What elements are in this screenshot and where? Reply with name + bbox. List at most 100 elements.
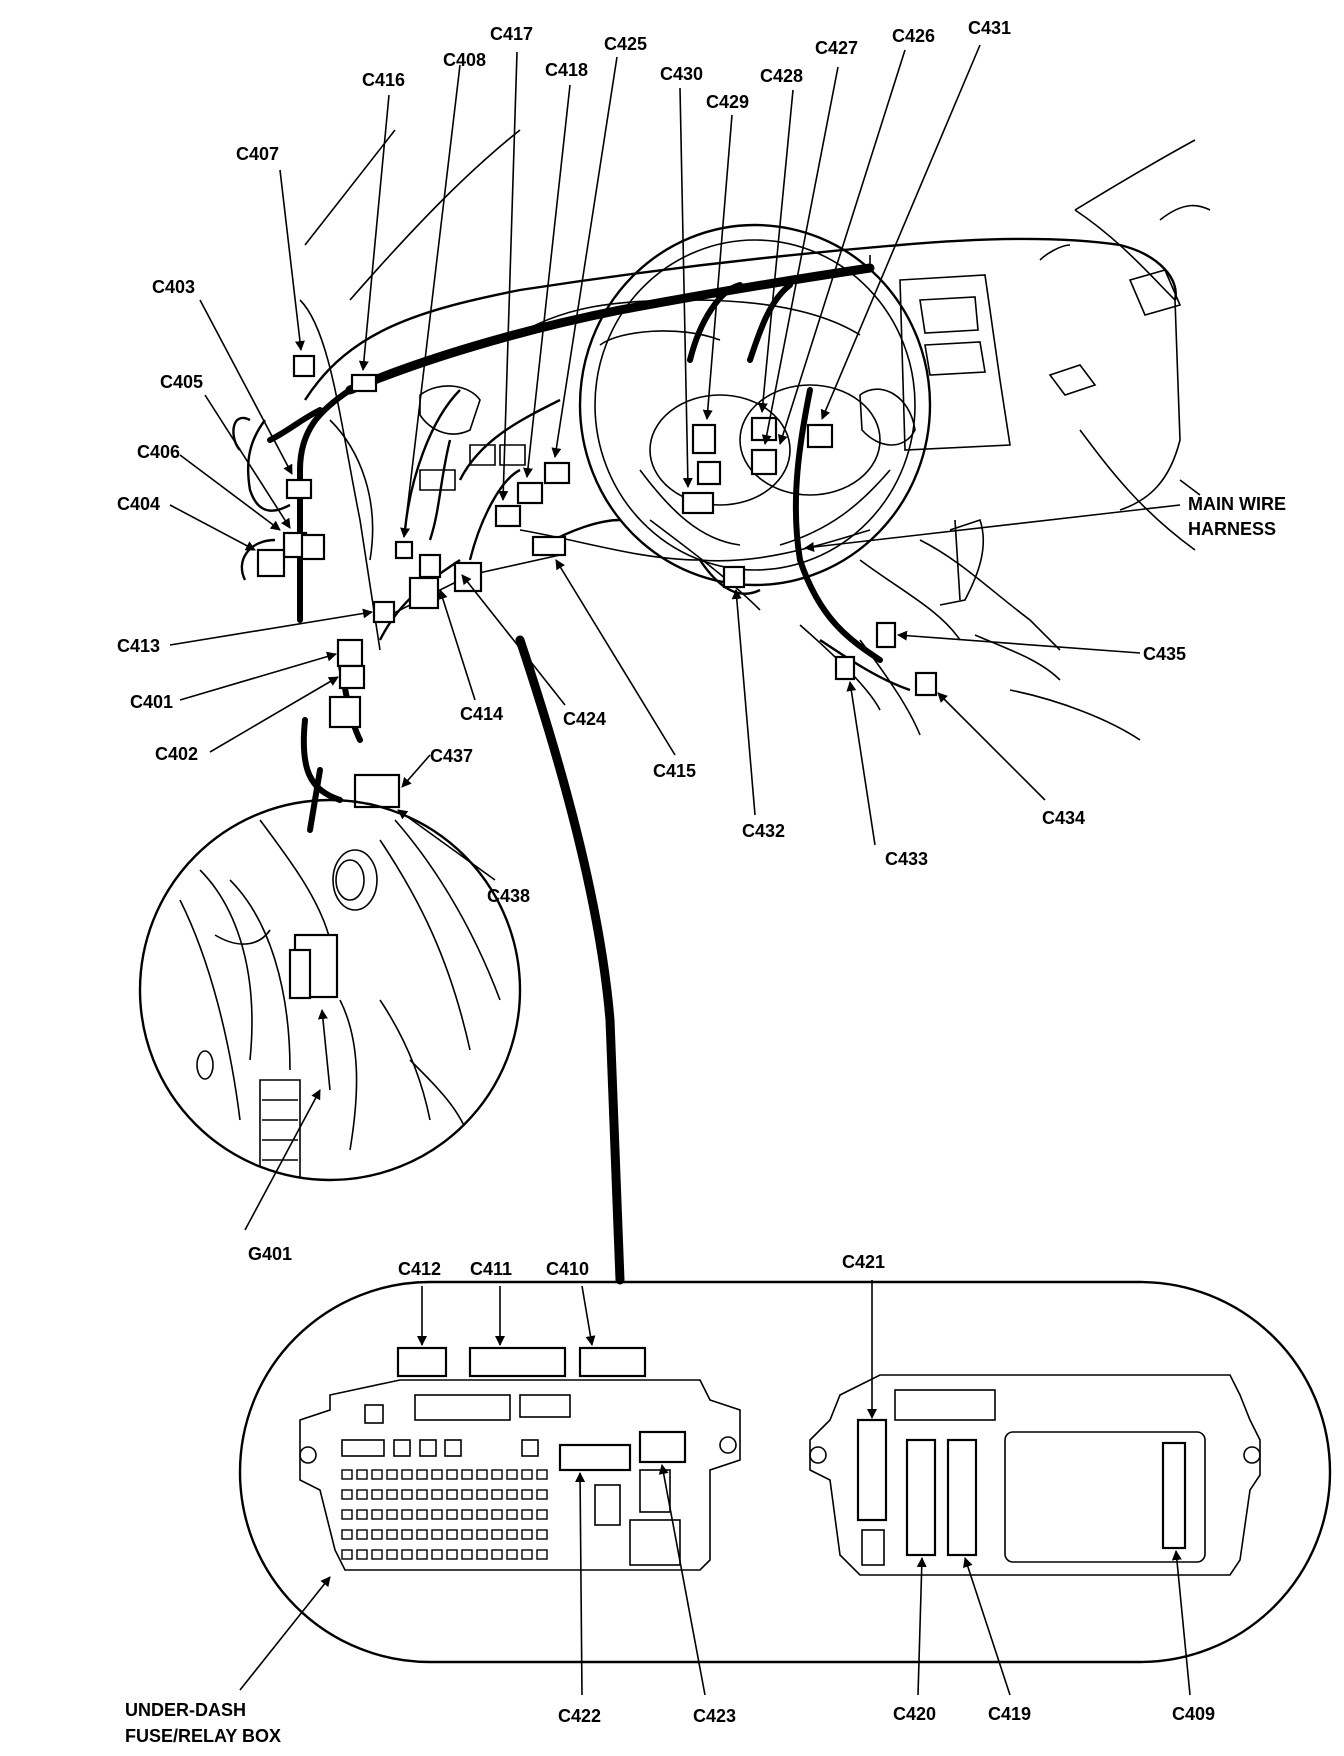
connector-c411 [468,1346,567,1378]
label-main-wire-harness-1: MAIN WIRE [1188,494,1286,514]
fuse-cell [506,1509,518,1520]
connector-c403 [285,478,313,500]
label-c402: C402 [155,744,198,764]
connector-c432 [722,565,746,589]
label-c424: C424 [563,709,606,729]
fuse-cell [506,1469,518,1480]
fuse-cell [476,1469,488,1480]
fuse-cell [476,1549,488,1560]
fuse-cell [491,1489,503,1500]
label-c432: C432 [742,821,785,841]
label-c405: C405 [160,372,203,392]
label-c410: C410 [546,1259,589,1279]
fuse-cell [401,1549,413,1560]
fuse-cell [431,1509,443,1520]
fuse-cell [356,1509,368,1520]
label-c416: C416 [362,70,405,90]
connector-c430b [681,491,715,515]
fuse-cell [341,1529,353,1540]
fuse-cell [536,1509,548,1520]
fuse-cell [476,1489,488,1500]
label-c421: C421 [842,1252,885,1272]
connector-c407 [292,354,316,378]
fuse-cell [491,1509,503,1520]
connector-c425 [543,461,571,485]
fuse-cell [431,1529,443,1540]
fuse-cell [446,1549,458,1560]
label-c425: C425 [604,34,647,54]
connector-c417 [494,504,522,528]
connector-c428 [750,416,778,442]
fuse-cell [491,1529,503,1540]
connector-c424 [453,561,483,593]
connector-c406 [300,533,326,561]
label-c433: C433 [885,849,928,869]
label-c412: C412 [398,1259,441,1279]
connector-c404 [256,548,286,578]
g401-detail-circle [138,798,522,1182]
fuse-cell [506,1549,518,1560]
label-fusebox-2: FUSE/RELAY BOX [125,1726,281,1746]
connector-c401 [336,638,364,668]
fuse-cell [446,1489,458,1500]
fuse-cell [461,1469,473,1480]
fuse-cell [461,1529,473,1540]
label-c422: C422 [558,1706,601,1726]
fuse-cell [341,1489,353,1500]
fuse-cell [536,1469,548,1480]
label-c417: C417 [490,24,533,44]
fuse-cell [446,1529,458,1540]
label-c431: C431 [968,18,1011,38]
fuse-cell [491,1469,503,1480]
connector-c402 [338,664,366,690]
label-c435: C435 [1143,644,1186,664]
fuse-cell [431,1549,443,1560]
label-c415: C415 [653,761,696,781]
fuse-cell [371,1469,383,1480]
connector-c431 [806,423,834,449]
connector-c419 [946,1438,978,1557]
fuse-cell [416,1489,428,1500]
label-main-wire-harness-2: HARNESS [1188,519,1276,539]
fuse-cell [386,1489,398,1500]
connector-c409 [1161,1441,1187,1550]
fuse-cell [506,1489,518,1500]
fuse-cell [431,1469,443,1480]
label-g401: G401 [248,1244,292,1264]
fuse-cell [386,1529,398,1540]
fuse-cell [341,1549,353,1560]
fuse-box-panel [238,1280,1332,1696]
label-c413: C413 [117,636,160,656]
fuse-cell [371,1549,383,1560]
fuse-cell [341,1469,353,1480]
fuse-cell [476,1529,488,1540]
fuse-cell [416,1549,428,1560]
fuse-cell [521,1509,533,1520]
fuse-cell [401,1509,413,1520]
label-c401: C401 [130,692,173,712]
connector-c429 [696,460,722,486]
fuse-cell [521,1469,533,1480]
fuse-cell [521,1489,533,1500]
fuse-cell [371,1529,383,1540]
fuse-cell [431,1489,443,1500]
label-c429: C429 [706,92,749,112]
label-c419: C419 [988,1704,1031,1724]
fuse-cell [341,1509,353,1520]
fuse-cell [371,1509,383,1520]
label-c411: C411 [470,1259,512,1279]
fuse-cells [341,1469,548,1560]
fuse-grid [341,1439,539,1457]
fuse-cell [461,1489,473,1500]
connector-c430 [691,423,717,455]
label-c438: C438 [487,886,530,906]
main-wire-harness [232,255,911,1285]
fuse-cell [521,1549,533,1560]
connector-c418 [516,481,544,505]
label-c404: C404 [117,494,160,514]
fuse-cell [491,1549,503,1560]
fuse-cell [386,1469,398,1480]
fuse-cell [536,1549,548,1560]
connector-c427 [750,448,778,476]
